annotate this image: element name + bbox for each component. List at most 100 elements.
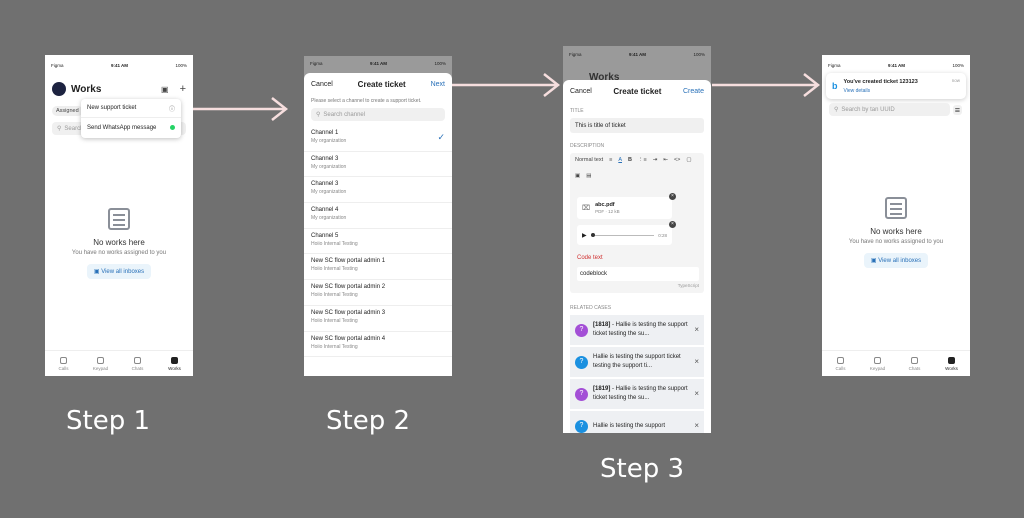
nav-label: Works xyxy=(945,365,958,371)
view-details-link[interactable]: View details xyxy=(843,87,871,94)
nav-calls[interactable]: Calls xyxy=(822,351,859,376)
screen-step-2: Figma 9:41 AM 100% Cancel Create ticket … xyxy=(304,56,452,376)
bottom-nav: Calls Keypad Chats Works xyxy=(822,350,970,376)
list-icon[interactable]: ⋮≡ xyxy=(638,157,647,163)
button-label: View all inboxes xyxy=(878,258,922,264)
remove-case-icon[interactable]: × xyxy=(694,421,699,430)
nav-label: Chats xyxy=(131,365,144,371)
nav-chats[interactable]: Chats xyxy=(896,351,933,376)
empty-title: No works here xyxy=(870,227,922,236)
next-button[interactable]: Next xyxy=(430,80,445,88)
menu-item-new-support-ticket[interactable]: New support ticket ⓘ xyxy=(81,99,181,118)
sheet-header: Cancel Create ticket Next xyxy=(304,73,452,95)
status-bar: Figma 9:41 AM 100% xyxy=(822,55,970,75)
code-block[interactable]: codeblock xyxy=(577,267,699,281)
clock: 9:41 AM xyxy=(628,51,647,57)
nav-keypad[interactable]: Keypad xyxy=(82,351,119,376)
file-icon[interactable]: ▤ xyxy=(586,173,592,179)
keypad-icon xyxy=(874,356,881,364)
clock: 9:41 AM xyxy=(369,60,388,66)
inbox-icon: ▣ xyxy=(93,269,102,275)
case-id: [1819] xyxy=(593,386,611,392)
image-icon[interactable]: ▣ xyxy=(575,173,581,179)
text-color-icon[interactable]: A xyxy=(618,157,623,163)
nav-works[interactable]: Works xyxy=(933,351,970,376)
remove-case-icon[interactable]: × xyxy=(694,389,699,398)
view-all-inboxes-button[interactable]: ▣ View all inboxes xyxy=(86,264,152,279)
search-input[interactable]: ⚲ Search by tan UUID xyxy=(829,103,950,116)
code-icon[interactable]: <> xyxy=(673,157,681,163)
nav-works[interactable]: Works xyxy=(156,351,193,376)
step-2-label: Step 2 xyxy=(326,406,411,436)
related-case-item[interactable]: ? [1818] - Hallie is testing the support … xyxy=(570,315,704,345)
cancel-button[interactable]: Cancel xyxy=(311,80,333,88)
avatar[interactable] xyxy=(52,82,66,96)
nav-label: Keypad xyxy=(92,365,109,371)
embed-icon[interactable]: ▢ xyxy=(686,157,692,163)
empty-state: No works here You have no works assigned… xyxy=(45,208,193,279)
nav-keypad[interactable]: Keypad xyxy=(859,351,896,376)
create-button[interactable]: Create xyxy=(682,87,704,95)
remove-audio-icon[interactable]: × xyxy=(669,221,676,228)
case-type-icon: ? xyxy=(575,323,588,337)
success-toast[interactable]: b You've created ticket 123123 View deta… xyxy=(826,73,966,99)
indent-icon[interactable]: ⇥ xyxy=(652,157,658,163)
channel-org: Hoiio Internal Testing xyxy=(311,266,358,273)
tab-assigned[interactable]: Assigned xyxy=(52,106,83,116)
inbox-icon[interactable]: ▣ xyxy=(161,84,169,94)
cancel-button[interactable]: Cancel xyxy=(570,87,592,95)
audio-attachment[interactable]: ▶ 0:28 × xyxy=(577,221,676,245)
add-icon[interactable]: + xyxy=(179,83,186,95)
view-all-inboxes-button[interactable]: ▣ View all inboxes xyxy=(863,253,929,268)
channel-name: New SC flow portal admin 3 xyxy=(311,309,386,316)
search-placeholder: Search channel xyxy=(323,111,366,118)
clock: 9:41 AM xyxy=(887,62,906,68)
search-channel-input[interactable]: ⚲ Search channel xyxy=(311,108,445,121)
align-icon[interactable]: ≡ xyxy=(609,157,613,163)
related-case-item[interactable]: ? Hallie is testing the support× xyxy=(570,411,704,433)
nav-calls[interactable]: Calls xyxy=(45,351,82,376)
channel-name: Channel 3 xyxy=(311,155,339,162)
create-ticket-sheet: Cancel Create ticket Next Please select … xyxy=(304,73,452,376)
code-language: TypeScript xyxy=(677,283,699,288)
play-icon[interactable]: ▶ xyxy=(582,232,587,239)
audio-progress[interactable] xyxy=(590,233,655,237)
search-icon: ⚲ xyxy=(316,112,321,118)
screen-step-1: Figma 9:41 AM 100% Works ▣ + Assigned ⚲ … xyxy=(45,55,193,376)
remove-case-icon[interactable]: × xyxy=(694,325,699,334)
phone-icon xyxy=(60,356,67,364)
screen-step-3: Figma 9:41 AM 100% Works Cancel Create t… xyxy=(563,46,711,433)
empty-subtitle: You have no works assigned to you xyxy=(71,250,167,256)
filter-icon[interactable]: ≡ xyxy=(952,104,962,115)
document-list-icon xyxy=(108,208,130,230)
bold-icon[interactable]: B xyxy=(628,157,632,163)
related-case-item[interactable]: ? Hallie is testing the support ticket t… xyxy=(570,347,704,377)
description-editor[interactable]: Normal text ≡ A B ⋮≡ ⇥ ⇤ <> ▢ ▣ ▤ ⌧ abc.… xyxy=(570,153,704,293)
text-style-select[interactable]: Normal text xyxy=(575,157,604,163)
case-description: - Hallie is testing the support ticket t… xyxy=(593,322,688,337)
file-attachment[interactable]: ⌧ abc.pdf PDF · 12 kB × xyxy=(577,193,676,219)
remove-case-icon[interactable]: × xyxy=(694,357,699,366)
file-name: abc.pdf xyxy=(595,202,615,208)
inbox-icon: ▣ xyxy=(870,258,879,264)
remove-file-icon[interactable]: × xyxy=(669,193,676,200)
outdent-icon[interactable]: ⇤ xyxy=(663,157,668,163)
channel-name: New SC flow portal admin 4 xyxy=(311,335,386,342)
related-cases-label: RELATED CASES xyxy=(570,305,612,311)
nav-chats[interactable]: Chats xyxy=(119,351,156,376)
menu-item-send-whatsapp[interactable]: Send WhatsApp message xyxy=(81,118,181,137)
case-id: [1818] xyxy=(593,322,611,328)
title-input[interactable]: This is title of ticket xyxy=(570,118,704,133)
arrow-1 xyxy=(180,97,289,121)
description-label: DESCRIPTION xyxy=(570,143,605,149)
related-case-item[interactable]: ?[1819] - Hallie is testing the support … xyxy=(570,379,704,409)
